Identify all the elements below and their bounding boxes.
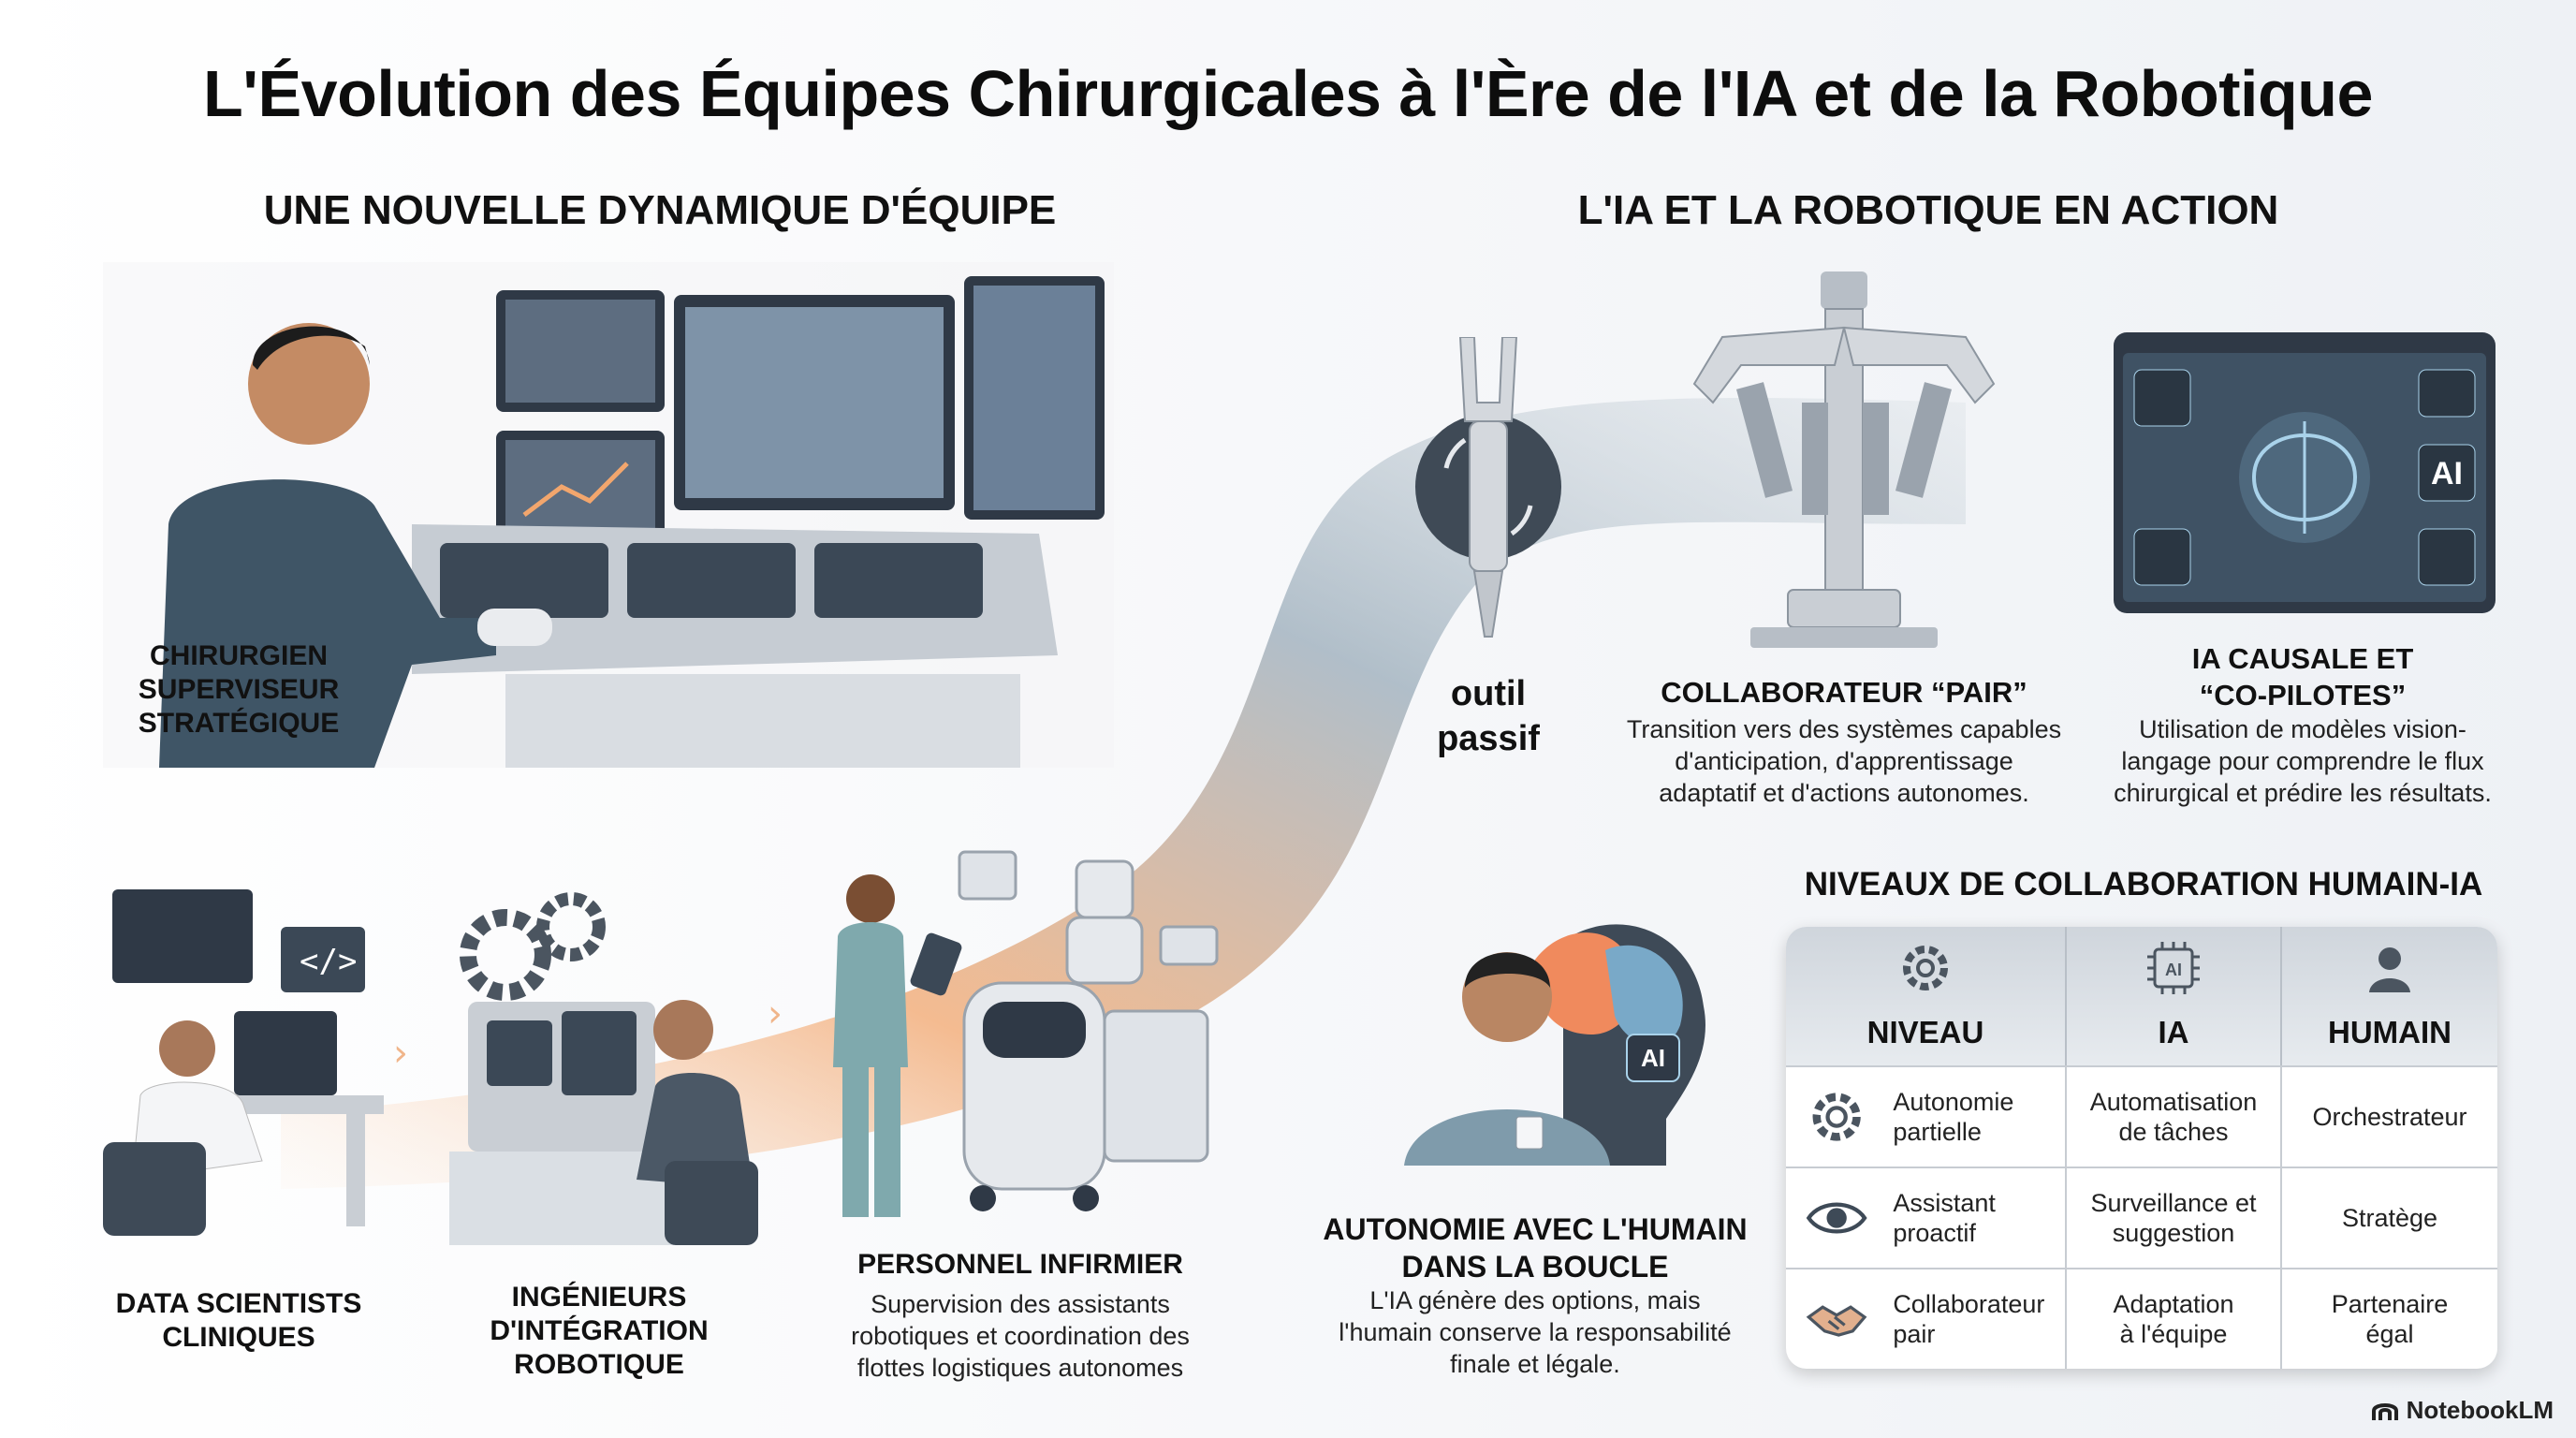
causal-ai-description: Utilisation de modèles vision- langage p… — [2114, 715, 2492, 807]
svg-text:</>: </> — [300, 943, 357, 980]
engineers-label: INGÉNIEURS D'INTÉGRATION ROBOTIQUE — [490, 1282, 709, 1380]
header-ia: AI IA — [2067, 927, 2282, 1065]
human-in-loop-illustration: AI — [1404, 924, 1705, 1166]
cell-ia: Surveillance et suggestion — [2067, 1168, 2282, 1268]
cell-niveau-text: Collaborateur pair — [1893, 1289, 2045, 1348]
ai-chip-icon: AI — [2147, 942, 2200, 994]
svg-text:›: › — [393, 1032, 408, 1075]
cell-humain: Stratège — [2341, 1203, 2438, 1232]
cell-ia: Automatisation de tâches — [2067, 1067, 2282, 1167]
surgical-robot-illustration — [1692, 271, 1996, 648]
header-niveau-label: NIVEAU — [1866, 1015, 1984, 1049]
header-humain: HUMAIN — [2282, 927, 2497, 1065]
main-title: L'Évolution des Équipes Chirurgicales à … — [203, 57, 2373, 130]
header-humain-label: HUMAIN — [2328, 1015, 2452, 1049]
ai-chip-icon-text: AI — [2165, 961, 2182, 979]
table-row: Collaborateur pair Adaptation à l'équipe… — [1786, 1268, 2497, 1369]
ai-chip-badge: AI — [1641, 1044, 1665, 1072]
cell-humain: Partenaire égal — [2331, 1289, 2449, 1348]
nursing-description: Supervision des assistants robotiques et… — [851, 1290, 1190, 1382]
cell-niveau: Collaborateur pair — [1786, 1269, 2067, 1369]
nursing-label: PERSONNEL INFIRMIER — [857, 1249, 1183, 1280]
peer-collaborator-description: Transition vers des systèmes capables d'… — [1626, 715, 2062, 807]
table-row: Autonomie partielle Automatisation de tâ… — [1786, 1065, 2497, 1167]
data-scientists-illustration: </> — [103, 889, 384, 1236]
surgeon-label: CHIRURGIEN SUPERVISEUR STRATÉGIQUE — [138, 640, 340, 739]
brand-mark: NotebookLM — [2371, 1396, 2554, 1425]
collab-table-header: NIVEAU AI IA HUMAIN — [1786, 927, 2497, 1065]
header-niveau: NIVEAU — [1786, 927, 2067, 1065]
nursing-robots-illustration — [833, 850, 1219, 1217]
cell-ia: Adaptation à l'équipe — [2067, 1269, 2282, 1369]
causal-ai-label: IA CAUSALE ET “CO-PILOTES” — [2191, 642, 2414, 712]
causal-ai-screen: AI — [2114, 332, 2496, 613]
passive-tool-label: outil passif — [1437, 674, 1540, 758]
eye-icon — [1806, 1202, 1867, 1234]
passive-tool-illustration — [1415, 337, 1561, 638]
data-scientists-label: DATA SCIENTISTS CLINIQUES — [115, 1288, 362, 1353]
peer-collaborator-label: COLLABORATEUR “PAIR” — [1661, 676, 2027, 709]
cell-niveau: Autonomie partielle — [1786, 1067, 2067, 1167]
cell-niveau-text: Autonomie partielle — [1893, 1087, 2014, 1146]
human-in-loop-label: AUTONOMIE AVEC L'HUMAIN DANS LA BOUCLE — [1323, 1212, 1748, 1284]
notebooklm-logo-icon — [2371, 1402, 2398, 1420]
collab-table: NIVEAU AI IA HUMAIN Autonomie partielle — [1786, 927, 2497, 1369]
brand-name: NotebookLM — [2406, 1396, 2554, 1424]
table-row: Assistant proactif Surveillance et sugge… — [1786, 1167, 2497, 1268]
cell-niveau: Assistant proactif — [1786, 1168, 2067, 1268]
handshake-icon — [1806, 1305, 1867, 1337]
ai-screen-badge: AI — [2431, 456, 2463, 492]
engineers-illustration — [449, 892, 758, 1245]
svg-text:›: › — [768, 992, 783, 1035]
gear-icon — [1903, 946, 1948, 990]
right-section-title: L'IA ET LA ROBOTIQUE EN ACTION — [1577, 187, 2279, 233]
collab-table-title: NIVEAUX DE COLLABORATION HUMAIN-IA — [1804, 866, 2483, 902]
cell-humain: Orchestrateur — [2312, 1102, 2467, 1131]
gear-icon — [1812, 1093, 1861, 1141]
header-ia-label: IA — [2158, 1015, 2189, 1049]
cell-niveau-text: Assistant proactif — [1893, 1188, 1996, 1247]
surgeon-illustration — [103, 262, 1114, 768]
person-icon — [2369, 947, 2410, 992]
human-in-loop-description: L'IA génère des options, mais l'humain c… — [1339, 1286, 1732, 1378]
left-section-title: UNE NOUVELLE DYNAMIQUE D'ÉQUIPE — [263, 187, 1057, 233]
